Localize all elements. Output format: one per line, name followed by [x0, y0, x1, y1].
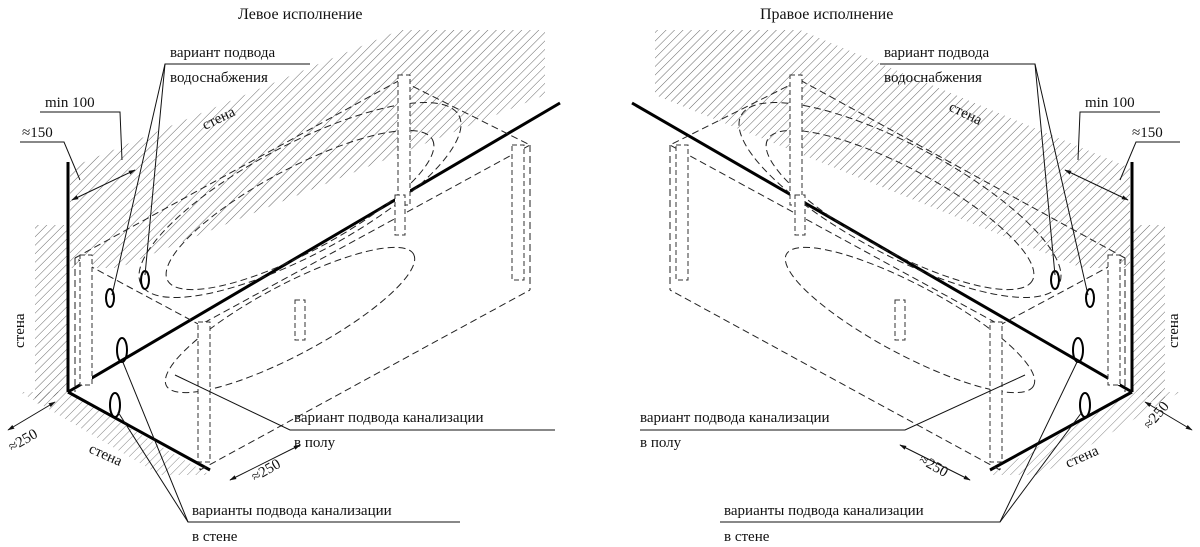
right-dim-min100-leader [1077, 111, 1160, 161]
right-drain-floor-label-2: в полу [640, 435, 682, 451]
right-title: Правое исполнение [760, 6, 893, 23]
right-version: Правое исполнение [631, 6, 1193, 545]
left-drain-wall-leader-2 [117, 411, 189, 523]
left-wall-side-label: стена [12, 313, 28, 348]
left-dim-250-right-line [229, 444, 301, 481]
left-front-top-edge [67, 101, 561, 394]
left-floor-hatch [20, 392, 210, 475]
left-title: Левое исполнение [238, 6, 362, 23]
right-water-supply-label-1: вариант подвода [884, 45, 989, 61]
left-dim-min100-leader [40, 111, 123, 161]
left-drain-wall-label-1: варианты подвода канализации [192, 503, 392, 519]
right-water-supply-leader-2 [1034, 63, 1056, 276]
left-back-wall-hatch [70, 30, 545, 268]
right-dim-min100: min 100 [1085, 95, 1135, 111]
left-dim-150-leader [20, 141, 81, 181]
left-drain-floor-leader [174, 374, 555, 431]
right-dim-150: ≈150 [1132, 125, 1163, 141]
right-drain-wall-label-1: варианты подвода канализации [724, 503, 924, 519]
right-drain-wall-label-2: в стене [724, 529, 770, 545]
left-dim-250-left: ≈250 [6, 426, 41, 455]
right-wall-side-label: стена [1166, 313, 1182, 348]
right-drain-floor-label-1: вариант подвода канализации [640, 410, 830, 426]
right-floor-hatch [990, 392, 1180, 475]
right-dim-150-leader [1119, 141, 1180, 181]
left-water-supply-label-2: водоснабжения [170, 70, 268, 86]
right-back-wall-hatch [655, 30, 1130, 268]
left-drain-floor-label-1: вариант подвода канализации [294, 410, 484, 426]
right-drain-wall-leader [720, 359, 1079, 523]
left-drain-floor-label-2: в полу [294, 435, 336, 451]
left-water-supply-leader-2 [144, 63, 166, 276]
right-side-wall-hatch [1132, 225, 1165, 405]
right-dim-250-right-line [1144, 401, 1193, 431]
right-drain-wall-leader-2 [999, 411, 1083, 523]
left-dim-250-left-line [7, 401, 56, 431]
left-dim-250-right: ≈250 [249, 456, 284, 485]
right-dim-250-left-line [899, 444, 971, 481]
left-version: Левое исполнение [6, 6, 561, 545]
right-drain-floor-leader [640, 374, 1026, 431]
left-side-wall-hatch [35, 225, 68, 405]
left-support-legs [79, 74, 525, 463]
right-dim-arrow [1064, 169, 1129, 201]
left-wall-floor-edge [67, 390, 211, 472]
right-water-supply-label-2: водоснабжения [884, 70, 982, 86]
left-dim-arrow [71, 169, 136, 201]
left-dim-min100: min 100 [45, 95, 95, 111]
right-front-top-edge [631, 101, 1133, 394]
left-drain-wall-label-2: в стене [192, 529, 238, 545]
right-dim-250-left: ≈250 [916, 452, 951, 481]
right-support-legs [675, 74, 1121, 463]
right-wall-floor-edge [989, 390, 1133, 472]
left-dim-150: ≈150 [22, 125, 53, 141]
left-pipe-symbols [105, 270, 150, 418]
left-water-supply-label-1: вариант подвода [170, 45, 275, 61]
